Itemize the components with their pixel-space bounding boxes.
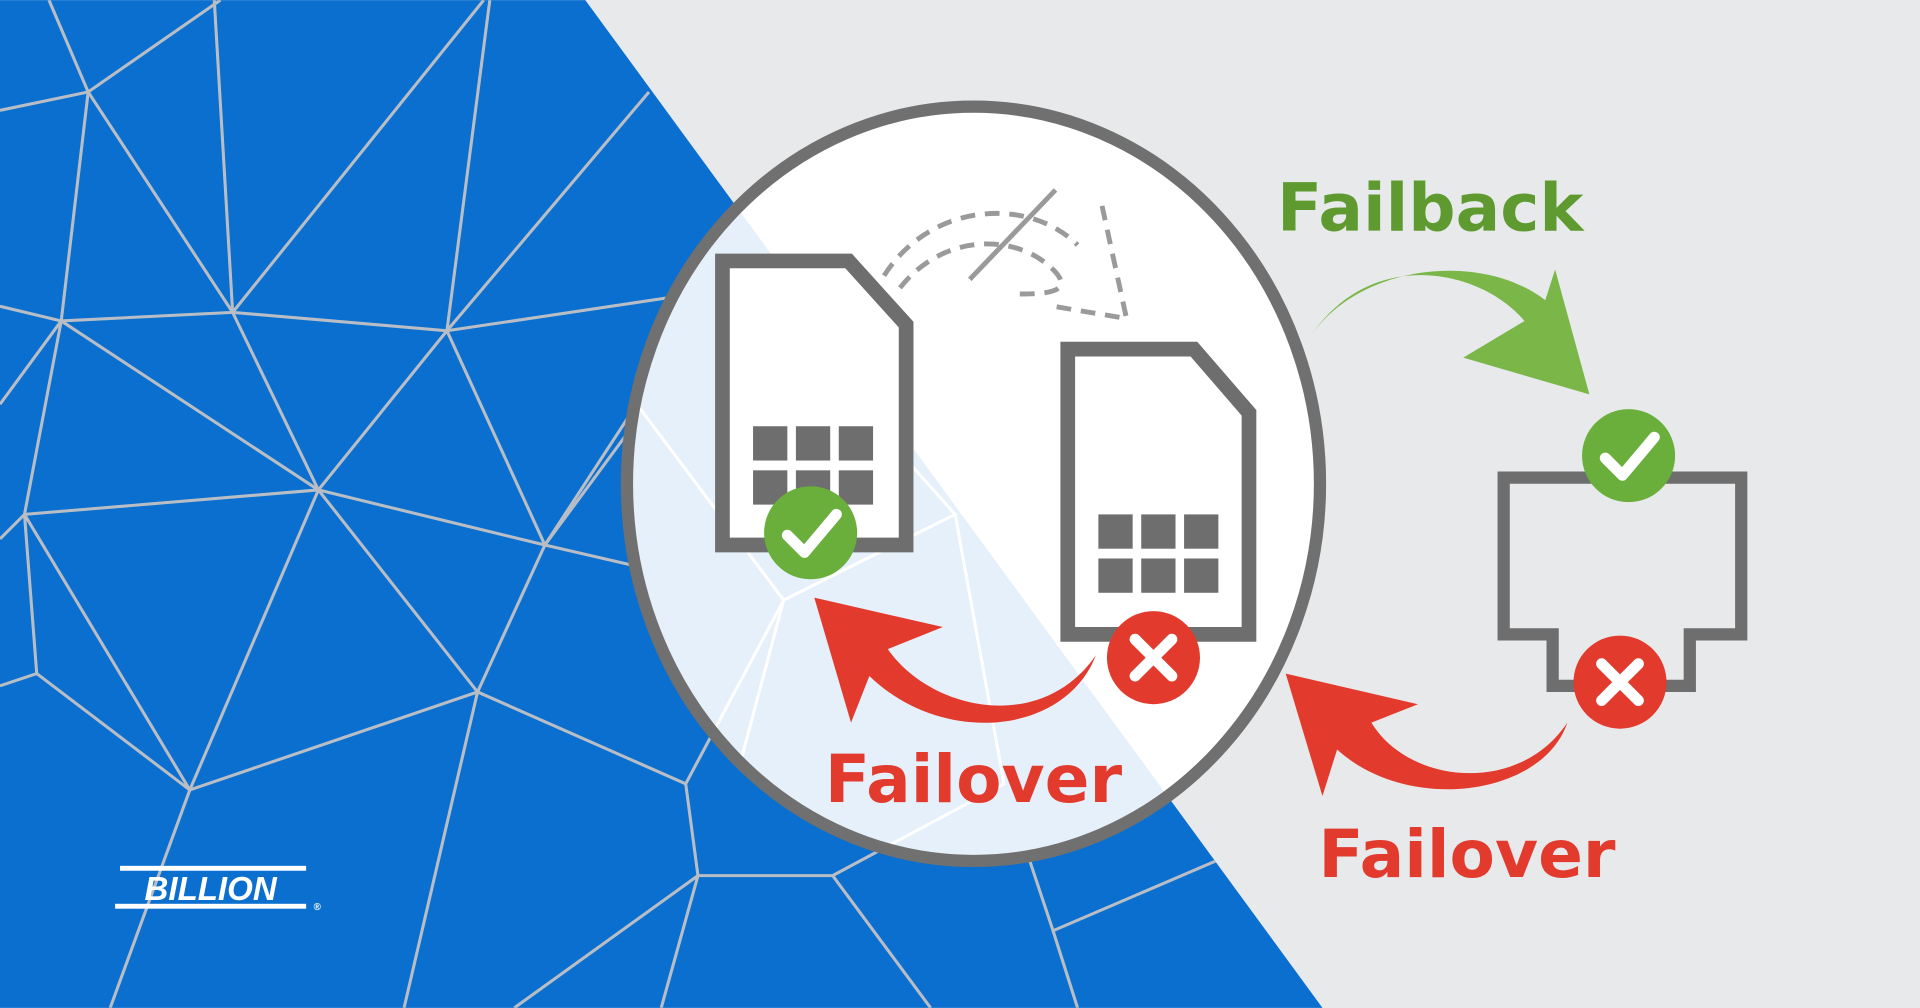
mesh-lines [0,0,1226,1008]
check-icon [1582,409,1676,503]
cross-icon [1573,635,1667,729]
dashed-link-broken-icon [882,188,1130,322]
failback-arrow [1310,269,1590,395]
failover-arrow [814,597,1096,723]
failback-label: Failback [1277,169,1585,246]
sim-card-failed [1060,341,1257,642]
check-icon [764,486,858,580]
router-icon [1497,471,1748,692]
svg-text:®: ® [313,902,321,913]
svg-text:BILLION: BILLION [145,871,278,908]
billion-logo: BILLION ® [115,865,321,913]
failover-arrow [1285,673,1568,797]
failover-label-sim: Failover [825,741,1123,818]
sim-card-active [715,253,914,553]
failover-label-router: Failover [1318,816,1616,893]
cross-icon [1106,611,1200,705]
